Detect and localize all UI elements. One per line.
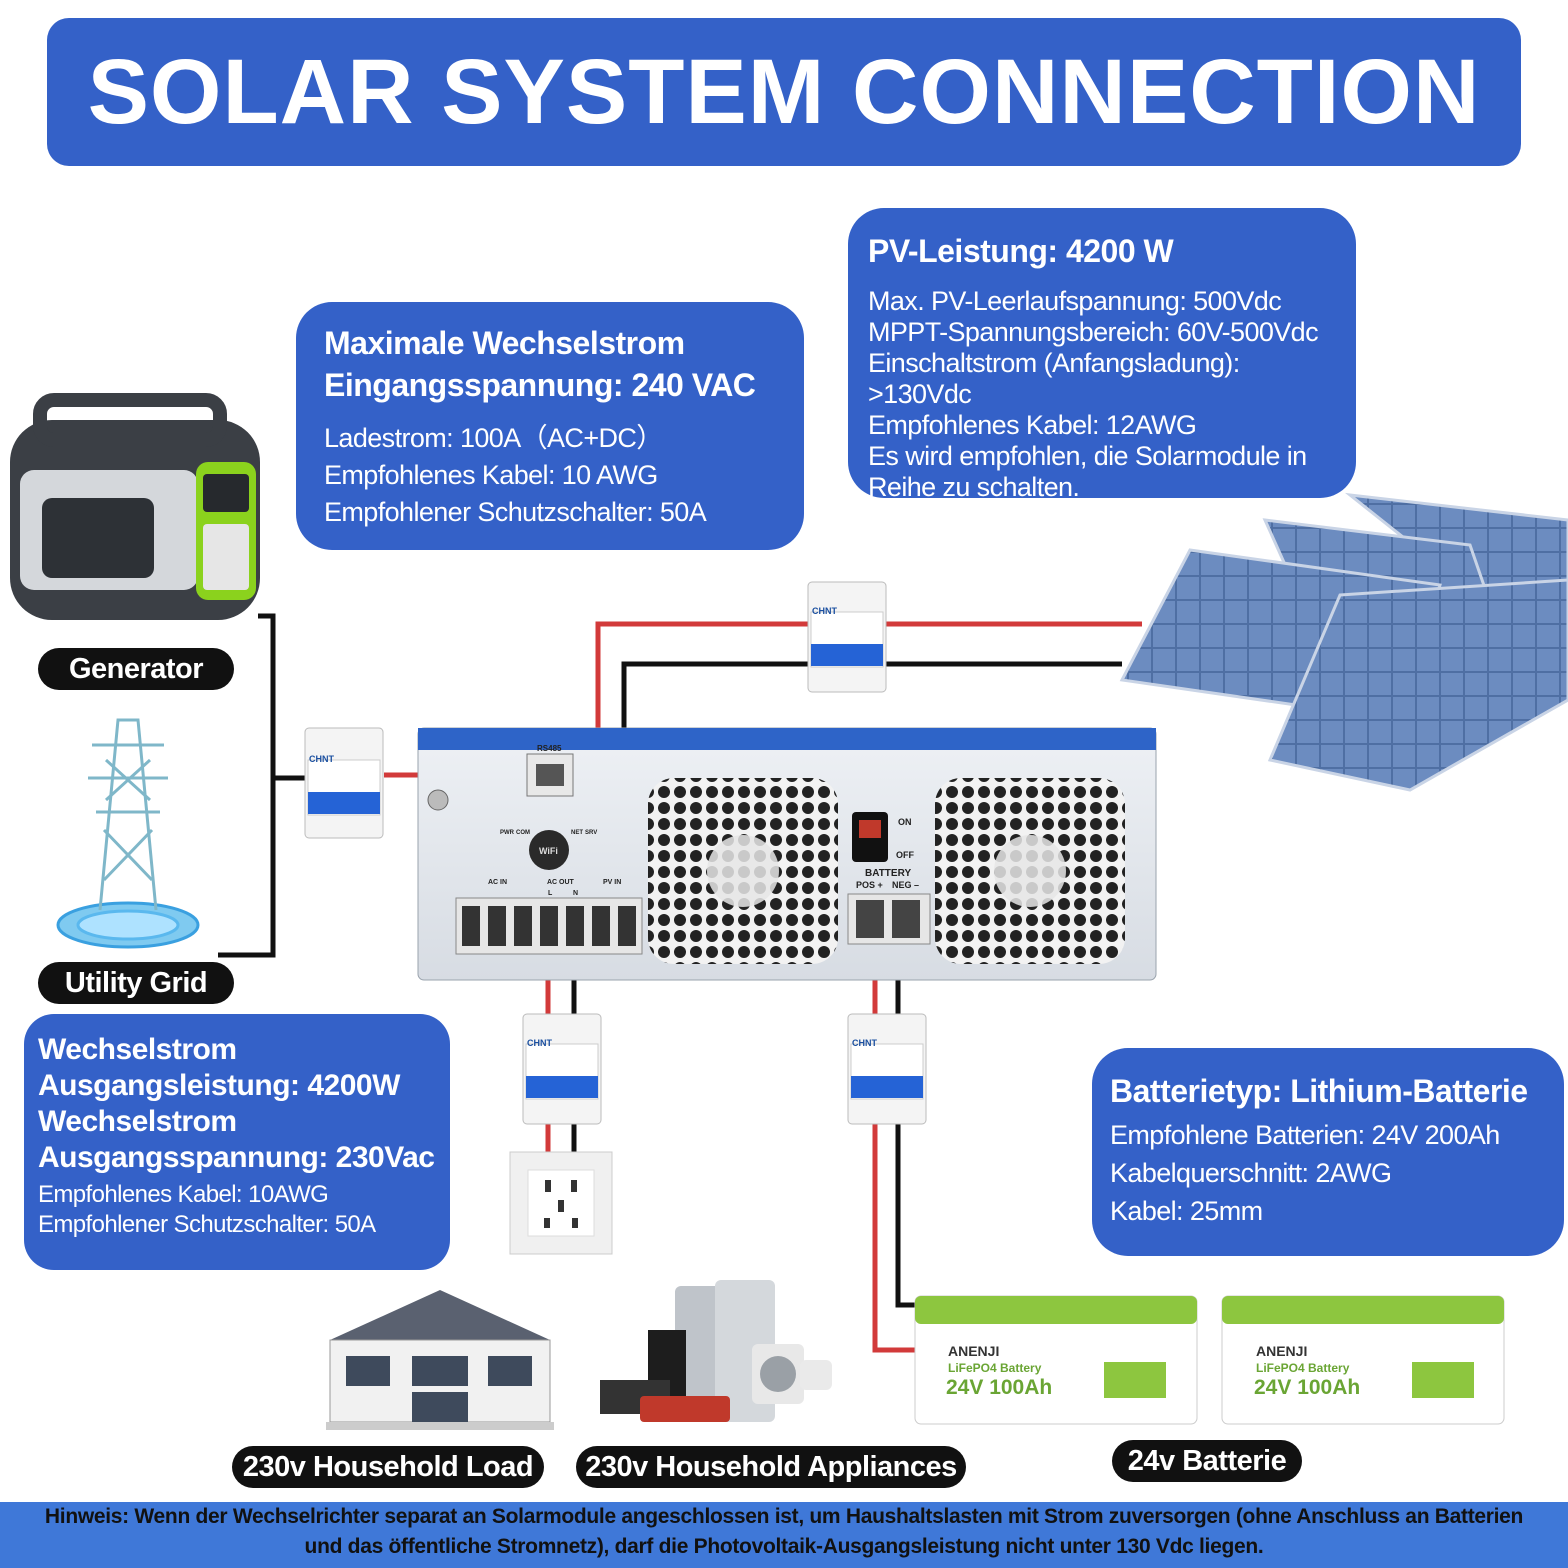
n-label: N	[573, 890, 578, 897]
battery-2-image	[1221, 1295, 1505, 1425]
pwr-label: PWR	[500, 830, 515, 836]
ac-output-heading: Ausgangsspannung: 230Vac	[38, 1141, 435, 1174]
ac-output-line: Empfohlenes Kabel: 10AWG	[38, 1181, 329, 1208]
battery-port-label: BATTERY	[865, 868, 911, 879]
battery-breaker	[847, 1013, 927, 1125]
ac-in-label: AC IN	[488, 879, 507, 886]
pv-breaker	[807, 581, 887, 693]
ac-output-breaker	[522, 1013, 602, 1125]
generator-image	[10, 393, 260, 620]
battery-line: Kabel: 25mm	[1110, 1196, 1263, 1226]
rs485-label: RS485	[537, 744, 562, 753]
battery-info-box: Batterietyp: Lithium-Batterie Empfohlene…	[1092, 1048, 1564, 1256]
pv-line: Reihe zu schalten.	[868, 472, 1080, 502]
household-load-label: 230v Household Load	[232, 1446, 544, 1488]
ac-input-line: Ladestrom: 100A（AC+DC）	[324, 423, 663, 453]
pv-line: Empfohlenes Kabel: 12AWG	[868, 410, 1197, 440]
battery-2-brand: ANENJI	[1256, 1343, 1307, 1359]
note-line-2: und das öffentliche Stromnetz), darf die…	[304, 1535, 1264, 1558]
pv-line: Es wird empfohlen, die Solarmodule in	[868, 441, 1307, 471]
ac-input-line: Empfohlener Schutzschalter: 50A	[324, 497, 707, 527]
battery-1-brand: ANENJI	[948, 1343, 999, 1359]
breaker-brand-1: CHNT	[309, 754, 334, 764]
battery-heading: Batterietyp: Lithium-Batterie	[1110, 1073, 1528, 1109]
ac-output-heading: Ausgangsleistung: 4200W	[38, 1069, 400, 1102]
battery-1-image	[914, 1295, 1198, 1425]
ac-output-heading: Wechselstrom	[38, 1033, 237, 1066]
utility-grid-image	[56, 718, 200, 949]
ac-output-line: Empfohlener Schutzschalter: 50A	[38, 1211, 376, 1238]
battery-line: Empfohlene Batterien: 24V 200Ah	[1110, 1120, 1500, 1150]
ac-input-heading-1: Maximale Wechselstrom	[324, 325, 685, 361]
battery-line: Kabelquerschnitt: 2AWG	[1110, 1158, 1392, 1188]
battery-2-rating: 24V 100Ah	[1254, 1376, 1360, 1399]
pv-line: Max. PV-Leerlaufspannung: 500Vdc	[868, 286, 1282, 316]
note-line-1: Hinweis: Wenn der Wechselrichter separat…	[44, 1505, 1524, 1528]
pv-in-label: PV IN	[603, 879, 621, 886]
ac-input-heading-2: Eingangsspannung: 240 VAC	[324, 367, 756, 403]
pv-line: Einschaltstrom (Anfangsladung): >130Vdc	[868, 348, 1240, 409]
battery-1-rating: 24V 100Ah	[946, 1376, 1052, 1399]
solar-panels-image	[1119, 492, 1568, 792]
com-label: COM	[516, 830, 530, 836]
breaker-brand-4: CHNT	[852, 1038, 877, 1048]
title-banner: SOLAR SYSTEM CONNECTION	[47, 18, 1521, 166]
battery-1-type: LiFePO4 Battery	[948, 1361, 1042, 1375]
l-label: L	[548, 890, 553, 897]
pv-line: MPPT-Spannungsbereich: 60V-500Vdc	[868, 317, 1319, 347]
battery-red-wire	[872, 920, 930, 1353]
battery-2-type: LiFePO4 Battery	[1256, 1361, 1350, 1375]
ac-out-label: AC OUT	[547, 879, 575, 886]
page-title: SOLAR SYSTEM CONNECTION	[87, 40, 1481, 143]
house-image	[326, 1290, 554, 1430]
battery-label: 24v Batterie	[1112, 1440, 1302, 1482]
generator-label: Generator	[38, 648, 234, 690]
net-label: NET	[571, 830, 583, 836]
breaker-brand-2: CHNT	[812, 606, 837, 616]
household-appliances-label: 230v Household Appliances	[576, 1446, 966, 1488]
ac-output-info-box: Wechselstrom Ausgangsleistung: 4200W Wec…	[24, 1014, 450, 1270]
on-label: ON	[898, 817, 912, 827]
ac-input-breaker	[304, 727, 384, 839]
inverter-image	[417, 727, 1157, 981]
breaker-brand-3: CHNT	[527, 1038, 552, 1048]
pv-heading: PV-Leistung: 4200 W	[868, 233, 1174, 269]
pos-label: POS +	[856, 880, 883, 890]
neg-label: NEG –	[892, 880, 919, 890]
hinweis-note: Hinweis: Wenn der Wechselrichter separat…	[0, 1502, 1568, 1568]
wifi-label: WiFi	[539, 846, 558, 856]
pv-info-box: PV-Leistung: 4200 W Max. PV-Leerlaufspan…	[848, 208, 1356, 502]
appliances-image	[600, 1280, 832, 1422]
ac-input-info-box: Maximale Wechselstrom Eingangsspannung: …	[296, 302, 804, 550]
utility-grid-label: Utility Grid	[38, 962, 234, 1004]
srv-label: SRV	[585, 830, 597, 836]
ac-output-heading: Wechselstrom	[38, 1105, 237, 1138]
ac-input-line: Empfohlenes Kabel: 10 AWG	[324, 460, 658, 490]
off-label: OFF	[896, 850, 914, 860]
wall-socket-image	[509, 1151, 613, 1255]
